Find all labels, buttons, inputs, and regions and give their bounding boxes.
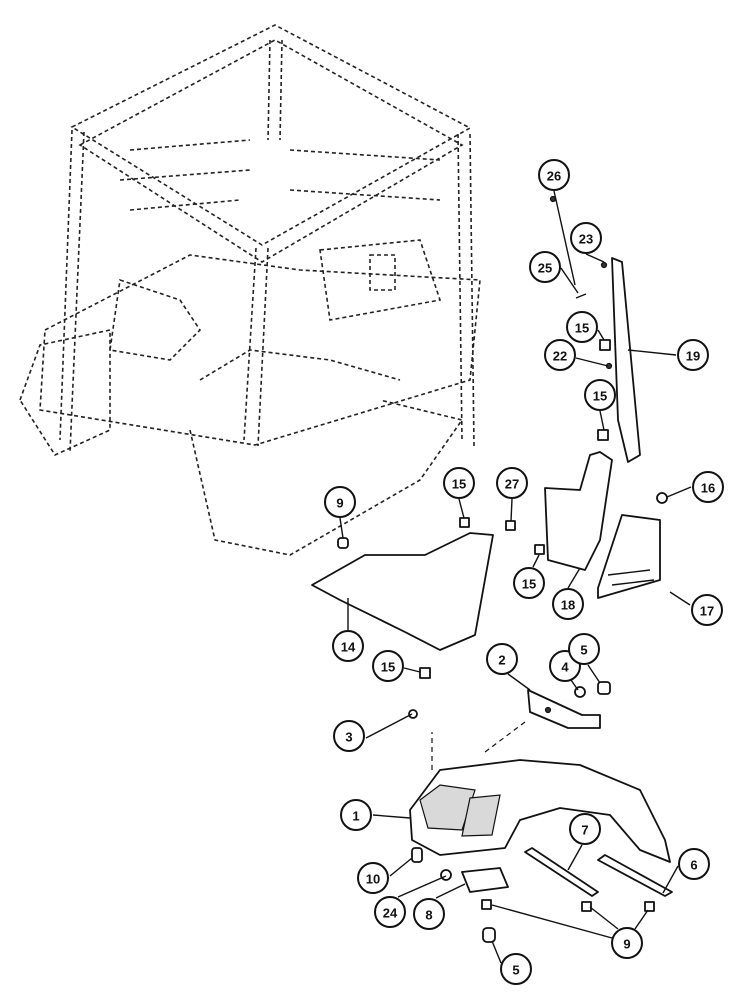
callout-number: 15 [452,477,466,492]
callout-circle [611,927,643,959]
callout-circle [357,862,389,894]
callout-number: 27 [505,477,519,492]
part-8-plate [461,867,509,893]
callout-3: 3 [333,720,365,752]
callout-number: 19 [686,349,700,364]
callout-circle [496,467,528,499]
callout-circle [443,467,475,499]
callout-number: 3 [345,730,352,745]
callout-circle [678,848,710,880]
callout-15: 15 [513,567,545,599]
callout-circle [332,630,364,662]
callout-number: 9 [336,496,343,511]
callout-circle [324,486,356,518]
callout-25: 25 [529,251,561,283]
callout-9: 9 [324,486,356,518]
callout-22: 22 [544,339,576,371]
callout-number: 25 [538,261,552,276]
callout-circle [374,896,406,928]
callout-circle [340,799,372,831]
callout-circle [372,650,404,682]
callout-circle [692,471,724,503]
callout-number: 2 [498,653,505,668]
callout-5: 5 [568,633,600,665]
callout-number: 17 [700,604,714,619]
cab-frame-outline [19,24,481,556]
callout-number: 15 [522,577,536,592]
callout-number: 4 [561,660,569,675]
leader-lines [339,190,692,964]
callout-18: 18 [552,588,584,620]
callout-number: 23 [579,232,593,247]
callout-circle [538,159,570,191]
callout-number: 18 [561,598,575,613]
callout-circle [544,339,576,371]
callout-15: 15 [584,379,616,411]
callout-circle [500,953,532,985]
callout-number: 15 [593,389,607,404]
callout-number: 16 [701,481,715,496]
callout-14: 14 [332,630,364,662]
callout-circle [566,311,598,343]
callout-number: 5 [512,963,519,978]
callout-circle [569,813,601,845]
callout-number: 5 [580,643,587,658]
callout-26: 26 [538,159,570,191]
callout-number: 26 [547,169,561,184]
callout-17: 17 [691,594,723,626]
callout-circle [691,594,723,626]
callout-circle [486,643,518,675]
callout-number: 6 [690,858,697,873]
callout-23: 23 [570,222,602,254]
callout-15: 15 [372,650,404,682]
callout-24: 24 [374,896,406,928]
callout-number: 9 [623,937,630,952]
callout-number: 7 [581,823,588,838]
callout-number: 22 [553,349,567,364]
callout-number: 8 [425,908,432,923]
callout-6: 6 [678,848,710,880]
part-18-post-trim [544,451,613,571]
callout-10: 10 [357,862,389,894]
part-14-side-panel [311,532,494,651]
callout-number: 10 [366,872,380,887]
callout-circle [677,339,709,371]
callout-circle [552,588,584,620]
callout-number: 14 [341,640,356,655]
part-6-7-strips [524,847,673,897]
callout-27: 27 [496,467,528,499]
part-17-lower-panel [597,514,661,599]
callout-15: 15 [566,311,598,343]
callout-circle [584,379,616,411]
part-19-pillar-strip [611,257,641,463]
callout-2: 2 [486,643,518,675]
callout-circle [529,251,561,283]
callout-circle [413,898,445,930]
callout-15: 15 [443,467,475,499]
callout-number: 1 [352,809,359,824]
part-2-bracket [527,689,601,729]
callout-circle [333,720,365,752]
callout-number: 15 [575,321,589,336]
callout-8: 8 [413,898,445,930]
callout-7: 7 [569,813,601,845]
callout-circle [570,222,602,254]
callout-number: 15 [381,660,395,675]
callout-5: 5 [500,953,532,985]
callout-circle [568,633,600,665]
part-1-fender-housing [409,721,671,863]
callout-circle [513,567,545,599]
callout-9: 9 [611,927,643,959]
callout-1: 1 [340,799,372,831]
callout-19: 19 [677,339,709,371]
callout-number: 24 [383,906,398,921]
callout-16: 16 [692,471,724,503]
